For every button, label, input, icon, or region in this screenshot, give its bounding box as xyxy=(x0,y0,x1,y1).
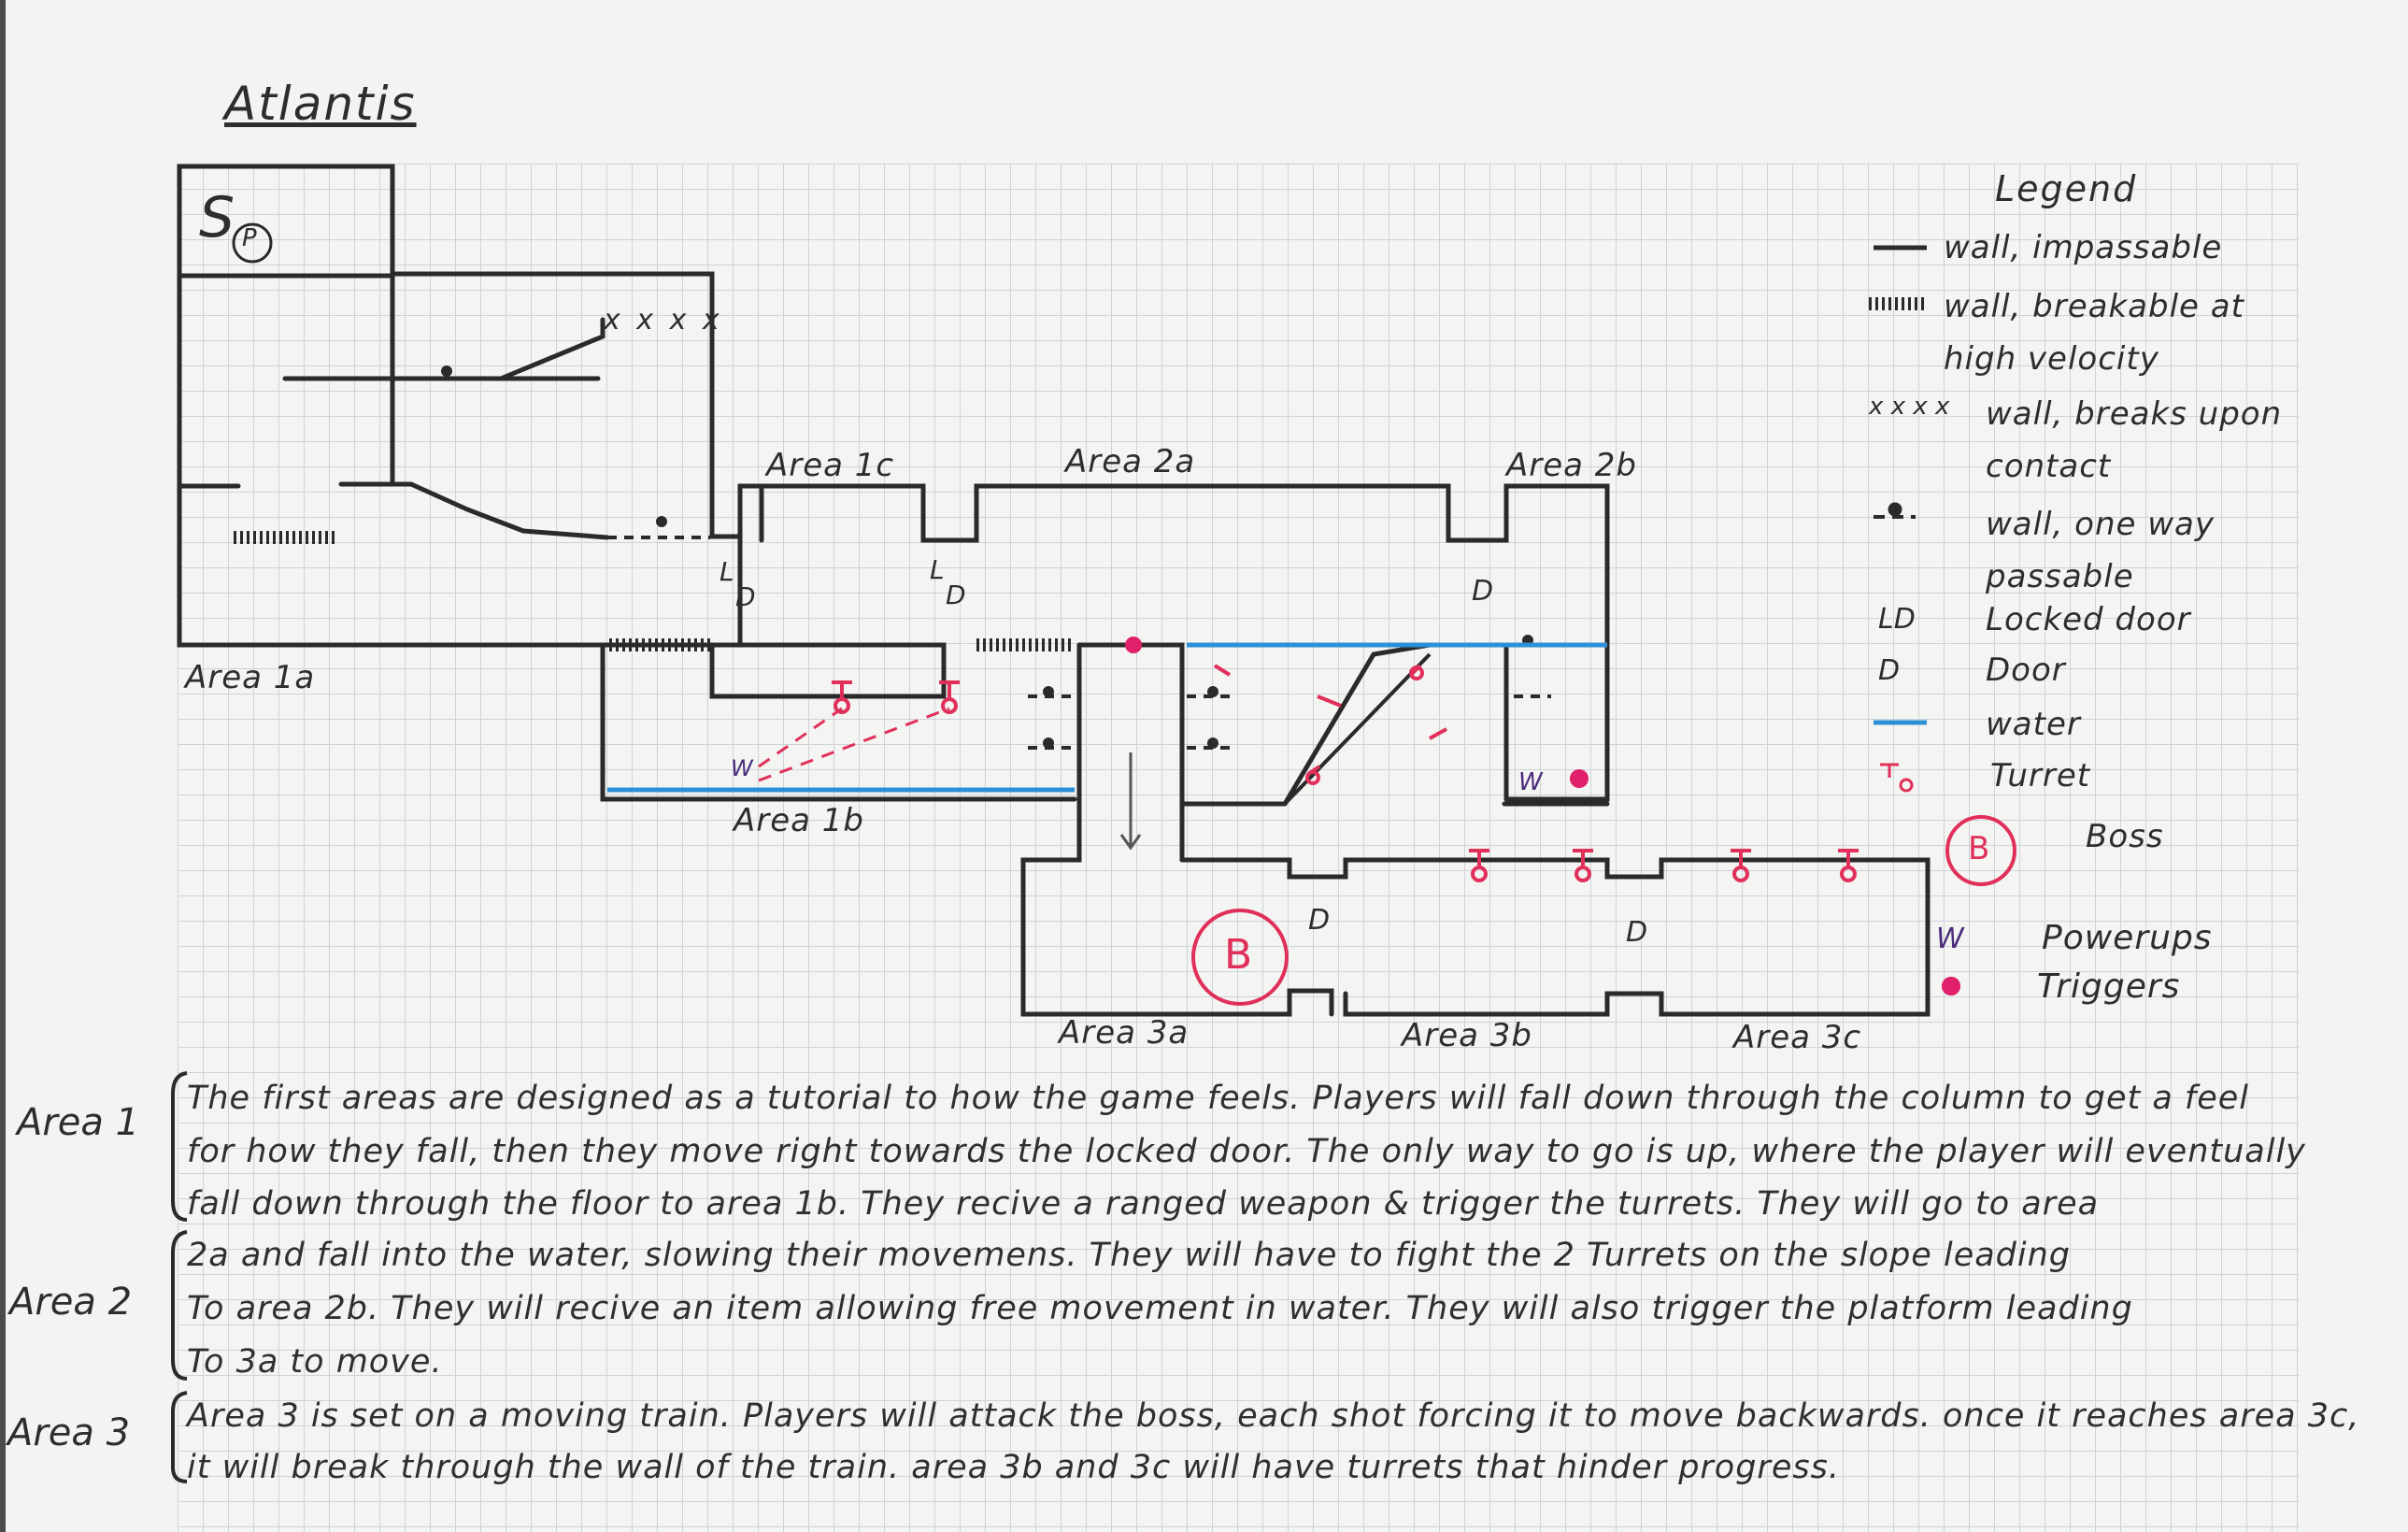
notes-area-2-line-3: To 3a to move. xyxy=(187,1343,443,1381)
breaks-on-contact-marks: x x x x xyxy=(604,304,723,336)
legend-boss: Boss xyxy=(2086,818,2164,855)
legend-wall-impassable: wall, impassable xyxy=(1944,229,2222,266)
legend-wall-breaks-contact: wall, breaks upon contact xyxy=(1986,388,2294,493)
area-1a-walls xyxy=(179,166,740,645)
label-area-3c: Area 3c xyxy=(1733,1019,1861,1056)
door-3b-3c: D xyxy=(1626,916,1647,949)
legend-title: Legend xyxy=(1995,168,2137,209)
water xyxy=(607,645,1607,790)
legend-xxx-symbol: x x x x xyxy=(1869,393,1949,421)
walls xyxy=(179,166,1928,1014)
legend-wall-one-way: wall, one way passable xyxy=(1986,498,2294,603)
notes-area-2-label: Area 2 xyxy=(9,1281,132,1324)
notes-area-2-line-2: To area 2b. They will recive an item all… xyxy=(187,1290,2133,1327)
label-area-1b: Area 1b xyxy=(734,802,864,839)
legend-triggers: Triggers xyxy=(2037,967,2180,1006)
label-area-2a: Area 2a xyxy=(1065,443,1195,480)
label-area-3a: Area 3a xyxy=(1059,1014,1189,1052)
label-area-1a: Area 1a xyxy=(185,659,315,696)
notes-area-1-label: Area 1 xyxy=(17,1101,139,1144)
door-3a-3b: D xyxy=(1308,904,1330,937)
legend-powerup-symbol: W xyxy=(1936,923,1964,955)
legend-door: Door xyxy=(1986,651,2066,689)
door-2b: D xyxy=(1472,575,1493,608)
label-area-3b: Area 3b xyxy=(1402,1017,1532,1054)
legend-locked-door: Locked door xyxy=(1986,601,2191,638)
locked-door-2: D xyxy=(946,580,966,610)
player-marker: P xyxy=(242,224,257,252)
start-marker: S xyxy=(199,185,235,251)
powerup-2b: W xyxy=(1518,768,1543,796)
notes-area-1-line-3: fall down through the floor to area 1b. … xyxy=(187,1185,2099,1223)
label-area-2b: Area 2b xyxy=(1506,447,1637,484)
notes-area-3-line-2: it will break through the wall of the tr… xyxy=(187,1449,1840,1486)
one-way-walls xyxy=(392,379,1551,748)
legend-door-symbol: D xyxy=(1878,654,1900,687)
label-area-1c: Area 1c xyxy=(766,447,894,484)
notes-area-3-label: Area 3 xyxy=(7,1411,130,1454)
legend-turret: Turret xyxy=(1990,757,2090,795)
notes-area-3-line-1: Area 3 is set on a moving train. Players… xyxy=(187,1397,2359,1435)
notes-area-1-line-2: for how they fall, then they move right … xyxy=(187,1133,2306,1170)
legend-water: water xyxy=(1986,706,2081,743)
legend-wall-breakable: wall, breakable at high velocity xyxy=(1944,280,2280,385)
legend-powerups: Powerups xyxy=(2042,919,2213,957)
legend-locked-symbol: LD xyxy=(1878,603,1916,636)
powerup-1b: W xyxy=(731,755,753,781)
notes-area-2-line-1: 2a and fall into the water, slowing thei… xyxy=(187,1237,2071,1274)
locked-marker-2: L xyxy=(930,554,945,585)
notes-area-1-line-1: The first areas are designed as a tutori… xyxy=(187,1080,2249,1117)
boss-legend-marker: B xyxy=(1968,830,1989,867)
ramp xyxy=(501,320,603,379)
locked-door-1: D xyxy=(735,581,756,612)
area-1b-ceiling xyxy=(712,645,944,696)
locked-marker-1: L xyxy=(720,556,734,587)
boss-marker-3a: B xyxy=(1224,931,1252,979)
